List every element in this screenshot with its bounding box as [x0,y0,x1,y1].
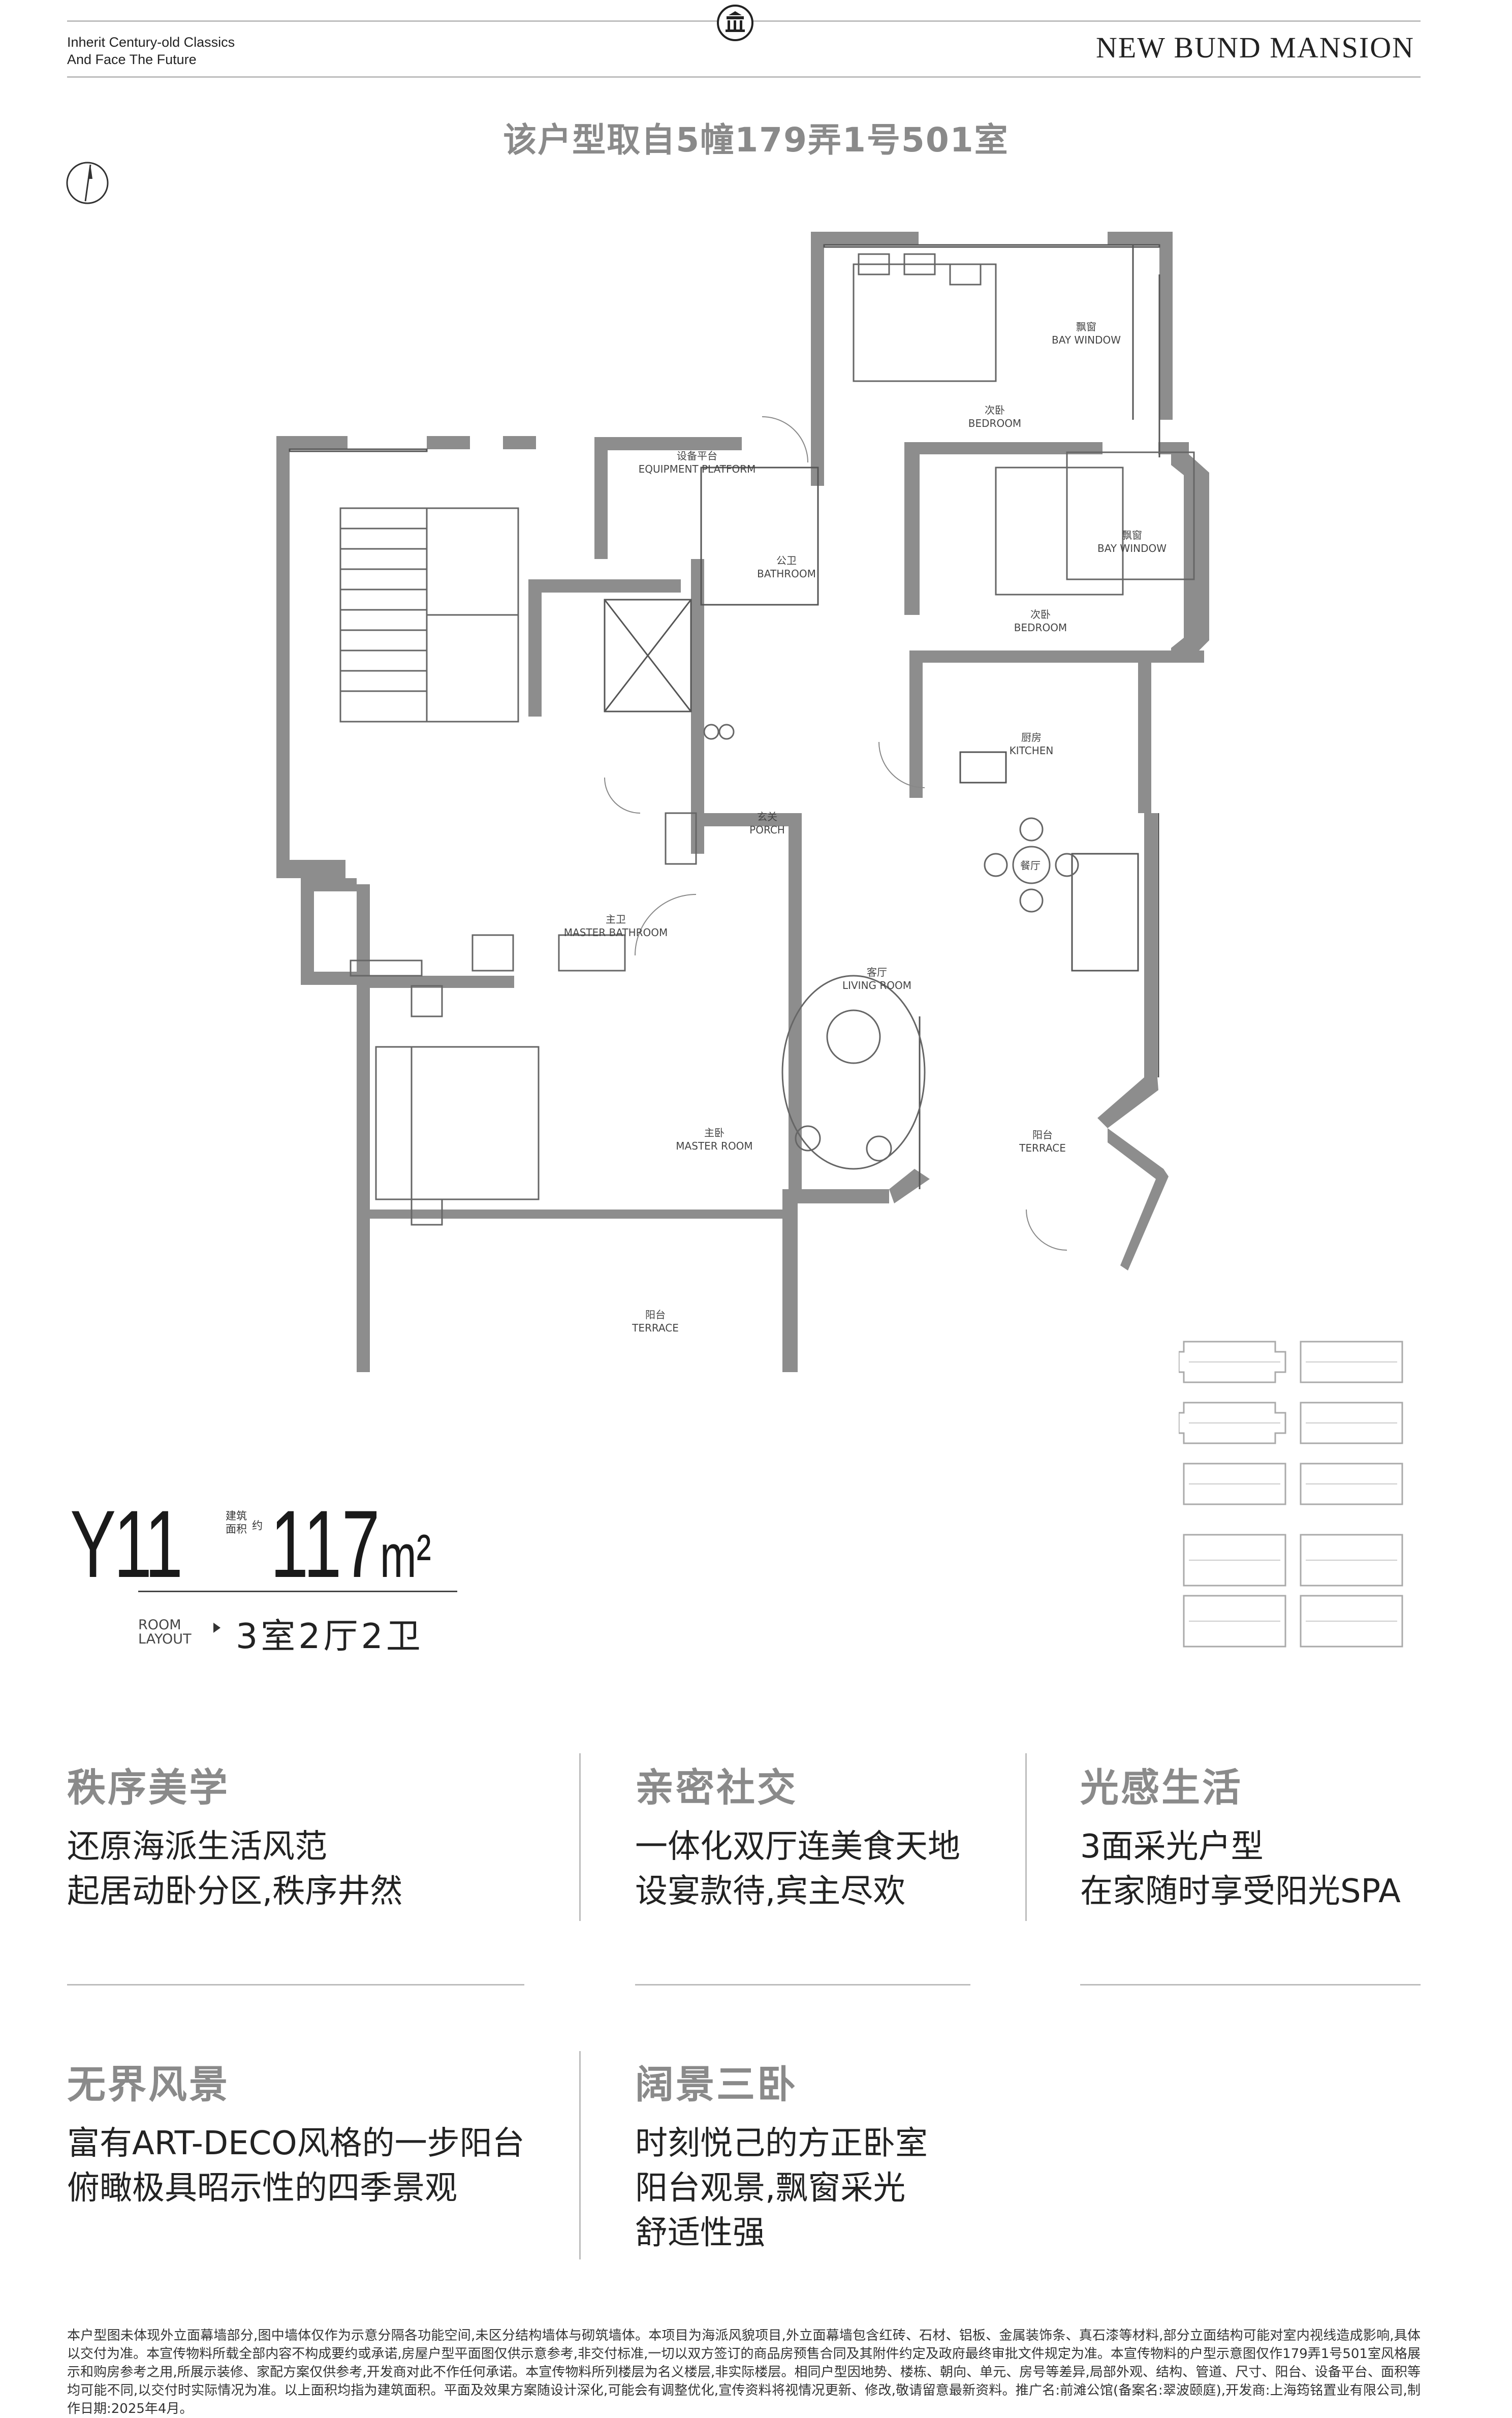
area-approx: 约 [252,1520,263,1532]
feature-5-line-1: 时刻悦己的方正卧室 [635,2125,928,2162]
area-label-line-1: 建筑 [226,1510,247,1522]
living-en: LIVING ROOM [842,979,912,991]
terrace1-cn: 阳台 [1032,1129,1053,1141]
feature-5-line-3: 舒适性强 [635,2214,765,2252]
bay2-cn: 飘窗 [1121,529,1142,541]
master-en: MASTER ROOM [676,1140,753,1152]
room-label-terrace-east: 阳台 TERRACE [1019,1128,1066,1155]
room-label-master-bathroom: 主卫 MASTER BATHROOM [564,913,668,939]
room-label-porch: 玄关 PORCH [749,810,785,836]
feature-1-title: 秩序美学 [67,1765,230,1810]
feature-5-title: 阔景三卧 [635,2062,798,2107]
brand-emblem-icon [716,4,754,42]
room-label-equipment-platform: 设备平台 EQUIPMENT PLATFORM [639,449,756,476]
bedroom2-en: BEDROOM [968,417,1022,429]
feature-row-rule-1 [67,1984,524,1986]
porch-cn: 玄关 [757,811,777,823]
master-bath-cn: 主卫 [605,913,626,925]
key-plan-drawing [1178,1341,1403,1648]
area-unit: m² [380,1522,431,1590]
equip-en: EQUIPMENT PLATFORM [638,463,756,475]
feature-3-title: 光感生活 [1080,1765,1243,1810]
room-label-bedroom-2: 次卧 BEDROOM [968,404,1021,430]
feature-row-rule-2 [635,1984,970,1986]
key-plan [1178,1331,1418,1657]
room-layout-value: 3室2厅2卫 [236,1617,424,1657]
master-cn: 主卧 [704,1127,724,1139]
feature-1-line-2: 起居动卧分区,秩序井然 [67,1873,403,1910]
room-label-bedroom-3: 次卧 BEDROOM [1014,608,1067,634]
kitchen-cn: 厨房 [1021,731,1042,743]
dining-cn: 餐厅 [1020,859,1041,872]
area-value: 117m² [270,1496,431,1602]
brand-name: NEW BUND MANSION [1095,31,1414,64]
room-label-bay-window-2: 飘窗 BAY WINDOW [1097,529,1167,555]
feature-2-line-1: 一体化双厅连美食天地 [635,1828,960,1866]
feature-row-rule-3 [1080,1984,1421,1986]
bedroom3-en: BEDROOM [1014,622,1067,634]
floor-plan: 飘窗 BAY WINDOW 次卧 BEDROOM 设备平台 EQUIPMENT … [274,224,1230,1433]
room-label-bathroom: 公卫 BATHROOM [757,554,816,580]
terrace2-cn: 阳台 [645,1309,666,1321]
header-tagline: Inherit Century-old Classics And Face Th… [67,34,235,68]
unit-code: Y11 [70,1491,183,1597]
feature-2-title: 亲密社交 [635,1765,798,1810]
feature-1-line-1: 还原海派生活风范 [67,1828,327,1866]
area-label-line-2: 面积 [226,1523,247,1535]
porch-en: PORCH [749,824,785,836]
master-bath-en: MASTER BATHROOM [563,926,668,939]
area-label: 建筑 面积 [226,1509,266,1536]
feature-divider-2 [1025,1753,1027,1921]
room-layout-line-2: LAYOUT [138,1631,192,1647]
living-cn: 客厅 [866,966,887,978]
bedroom2-cn: 次卧 [985,404,1005,416]
room-label-living-room: 客厅 LIVING ROOM [842,966,911,992]
disclaimer: 本户型图未体现外立面幕墙部分,图中墙体仅作为示意分隔各功能空间,未区分结构墙体与… [67,2328,1421,2416]
bedroom3-cn: 次卧 [1030,608,1051,621]
bay1-cn: 飘窗 [1076,321,1096,333]
bath-en: BATHROOM [757,568,816,580]
unit-source-title: 该户型取自5幢179弄1号501室 [503,120,1009,160]
feature-5-line-2: 阳台观景,飘窗采光 [635,2169,906,2207]
room-label-kitchen: 厨房 KITCHEN [1010,731,1054,757]
area-number: 117 [270,1491,380,1597]
room-label-bay-window-1: 飘窗 BAY WINDOW [1052,320,1121,347]
room-layout-label: ROOM LAYOUT [138,1618,192,1647]
feature-2-line-2: 设宴款待,宾主尽欢 [635,1873,906,1910]
unit-divider [138,1591,457,1592]
equip-cn: 设备平台 [677,450,717,462]
feature-3-line-2: 在家随时享受阳光SPA [1080,1873,1401,1910]
feature-4-line-1: 富有ART-DECO风格的一步阳台 [67,2125,525,2162]
feature-4-line-2: 俯瞰极具昭示性的四季景观 [67,2169,457,2207]
room-label-dining: 餐厅 [1020,859,1041,872]
tagline-line-1: Inherit Century-old Classics [67,35,235,50]
room-label-terrace-south: 阳台 TERRACE [632,1308,679,1335]
bay1-en: BAY WINDOW [1052,334,1121,346]
room-label-master-room: 主卧 MASTER ROOM [676,1126,752,1153]
kitchen-en: KITCHEN [1009,745,1054,757]
terrace1-en: TERRACE [1019,1142,1066,1154]
feature-4-title: 无界风景 [67,2062,230,2107]
bath-cn: 公卫 [776,554,797,567]
feature-divider-3 [579,2051,581,2259]
feature-3-line-1: 3面采光户型 [1080,1828,1264,1866]
north-arrow-icon [65,161,110,205]
floor-plan-drawing [276,232,1209,1433]
room-layout-line-1: ROOM [138,1617,181,1633]
tagline-line-2: And Face The Future [67,52,197,67]
bay2-en: BAY WINDOW [1097,542,1167,554]
terrace2-en: TERRACE [632,1322,679,1334]
header-bottom-rule [67,76,1421,78]
triangle-arrow-icon [213,1623,220,1633]
feature-divider-1 [579,1753,581,1921]
